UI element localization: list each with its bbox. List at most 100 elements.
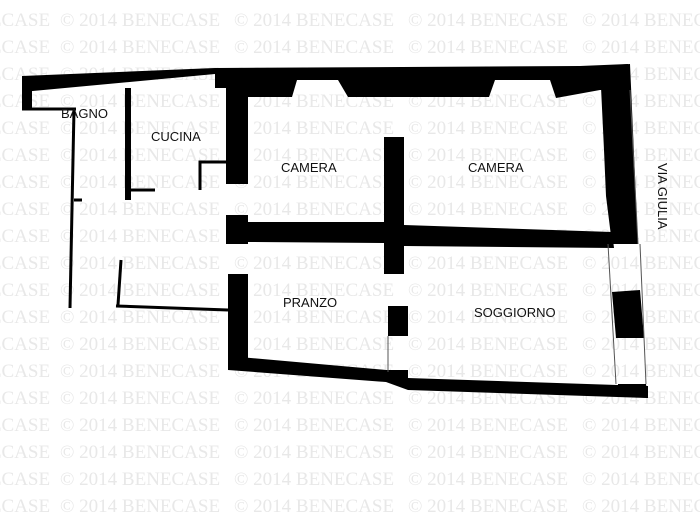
watermark-text: © 2014 BENECASE xyxy=(234,388,394,409)
watermark-text: © 2014 BENECASE xyxy=(234,253,394,274)
watermark-text: © 2014 BENECASE xyxy=(234,469,394,490)
wall-cucina-nook xyxy=(198,160,228,190)
watermark-text: © 2014 BENECASE xyxy=(234,172,394,193)
wall-inner-lower xyxy=(116,259,123,306)
watermark-text: © 2014 BENECASE xyxy=(408,334,568,355)
wall-camera-left xyxy=(226,76,248,184)
watermark-text: © 2014 BENECASE xyxy=(582,469,700,490)
wall-right-top xyxy=(600,64,638,244)
watermark-text: © 2014 BENECASE xyxy=(0,523,50,525)
watermark-text: © 2014 BENECASE xyxy=(60,91,220,112)
watermark-text: © 2014 BENECASE xyxy=(60,415,220,436)
wall-bottom xyxy=(228,356,648,398)
room-labels: BAGNO CUCINA CAMERA CAMERA PRANZO SOGGIO… xyxy=(61,106,556,320)
watermark-text: © 2014 BENECASE xyxy=(582,496,700,517)
watermark-text: © 2014 BENECASE xyxy=(60,307,220,328)
watermark-text: © 2014 BENECASE xyxy=(234,415,394,436)
room-label-bagno: BAGNO xyxy=(61,106,108,121)
watermark-text: © 2014 BENECASE xyxy=(60,37,220,58)
walls xyxy=(22,64,648,398)
watermark-text: © 2014 BENECASE xyxy=(60,469,220,490)
watermark-text: © 2014 BENECASE xyxy=(0,226,50,247)
watermark-text: © 2014 BENECASE xyxy=(0,415,50,436)
watermark-text: © 2014 BENECASE xyxy=(0,361,50,382)
watermark-text: © 2014 BENECASE xyxy=(0,442,50,463)
watermark-text: © 2014 BENECASE xyxy=(408,496,568,517)
watermark-text: © 2014 BENECASE xyxy=(0,145,50,166)
watermark-text: © 2014 BENECASE xyxy=(0,253,50,274)
room-label-soggiorno: SOGGIORNO xyxy=(474,305,556,320)
watermark-text: © 2014 BENECASE xyxy=(60,361,220,382)
watermark-text: © 2014 BENECASE xyxy=(408,361,568,382)
watermark-text: © 2014 BENECASE xyxy=(582,10,700,31)
watermark-text: © 2014 BENECASE xyxy=(582,334,700,355)
watermark-text: © 2014 BENECASE xyxy=(60,172,220,193)
watermark-text: © 2014 BENECASE xyxy=(0,334,50,355)
watermark-text: © 2014 BENECASE xyxy=(582,442,700,463)
window-right-1 xyxy=(607,243,617,385)
watermark-text: © 2014 BENECASE xyxy=(408,199,568,220)
wall-corridor-left xyxy=(68,108,76,309)
watermark-text: © 2014 BENECASE xyxy=(234,10,394,31)
watermark-text: © 2014 BENECASE xyxy=(408,172,568,193)
watermark-text: © 2014 BENECASE xyxy=(408,442,568,463)
watermark-text: © 2014 BENECASE xyxy=(582,118,700,139)
watermark-text: © 2014 BENECASE xyxy=(60,388,220,409)
watermark-text: © 2014 BENECASE xyxy=(234,37,394,58)
watermark-text: © 2014 BENECASE xyxy=(0,10,50,31)
watermark-text: © 2014 BENECASE xyxy=(582,199,700,220)
watermark-text: © 2014 BENECASE xyxy=(234,442,394,463)
wall-middle xyxy=(226,137,614,274)
watermark-text: © 2014 BENECASE xyxy=(234,280,394,301)
wall-bagno-left xyxy=(22,76,32,110)
watermark-text: © 2014 BENECASE xyxy=(60,226,220,247)
wall-pranzo-left xyxy=(228,274,248,370)
watermark-text: © 2014 BENECASE xyxy=(234,307,394,328)
watermark-text: © 2014 BENECASE xyxy=(0,118,50,139)
watermark-text: © 2014 BENECASE xyxy=(234,199,394,220)
watermark-text: © 2014 BENECASE xyxy=(60,523,220,525)
watermark-text: © 2014 BENECASE xyxy=(234,145,394,166)
wall-top-right xyxy=(215,64,630,98)
watermark-text: © 2014 BENECASE xyxy=(582,361,700,382)
watermark-text: © 2014 BENECASE xyxy=(582,172,700,193)
watermark-text: © 2014 BENECASE xyxy=(582,523,700,525)
wall-top-left xyxy=(22,68,215,92)
watermark-text: © 2014 BENECASE xyxy=(408,145,568,166)
watermark-text: © 2014 BENECASE xyxy=(60,10,220,31)
watermark-text: © 2014 BENECASE xyxy=(408,469,568,490)
wall-pillar xyxy=(388,306,408,336)
watermark-text: © 2014 BENECASE xyxy=(408,37,568,58)
watermark-text: © 2014 BENECASE xyxy=(60,280,220,301)
window-right-3 xyxy=(629,89,639,245)
watermark-text: © 2014 BENECASE xyxy=(60,118,220,139)
watermark-text: © 2014 BENECASE xyxy=(582,280,700,301)
watermark-text: © 2014 BENECASE xyxy=(408,118,568,139)
watermark-text: © 2014 BENECASE xyxy=(408,523,568,525)
watermark-text: © 2014 BENECASE xyxy=(582,91,700,112)
watermark-text: © 2014 BENECASE xyxy=(0,37,50,58)
watermark-text: © 2014 BENECASE xyxy=(0,469,50,490)
watermark-text: © 2014 BENECASE xyxy=(408,415,568,436)
watermark-text: © 2014 BENECASE xyxy=(0,496,50,517)
watermark-text: © 2014 BENECASE xyxy=(234,523,394,525)
watermark-text: © 2014 BENECASE xyxy=(60,442,220,463)
room-label-pranzo: PRANZO xyxy=(283,295,337,310)
watermark-text: © 2014 BENECASE xyxy=(0,280,50,301)
room-label-cucina: CUCINA xyxy=(151,129,201,144)
watermark-text: © 2014 BENECASE xyxy=(0,172,50,193)
window-right-2 xyxy=(639,243,647,385)
room-label-camera-2: CAMERA xyxy=(468,160,524,175)
watermark-text: © 2014 BENECASE xyxy=(60,199,220,220)
watermark-text: © 2014 BENECASE xyxy=(408,253,568,274)
watermark-text: © 2014 BENECASE xyxy=(60,496,220,517)
watermark-text: © 2014 BENECASE xyxy=(234,118,394,139)
wall-right-mid xyxy=(612,290,644,338)
room-label-camera-1: CAMERA xyxy=(281,160,337,175)
watermark-text: © 2014 BENECASE xyxy=(408,10,568,31)
wall-bagno-divider xyxy=(125,88,131,200)
watermark-text: © 2014 BENECASE xyxy=(582,415,700,436)
watermark-text: © 2014 BENECASE xyxy=(234,496,394,517)
watermark-text: © 2014 BENECASE xyxy=(582,145,700,166)
